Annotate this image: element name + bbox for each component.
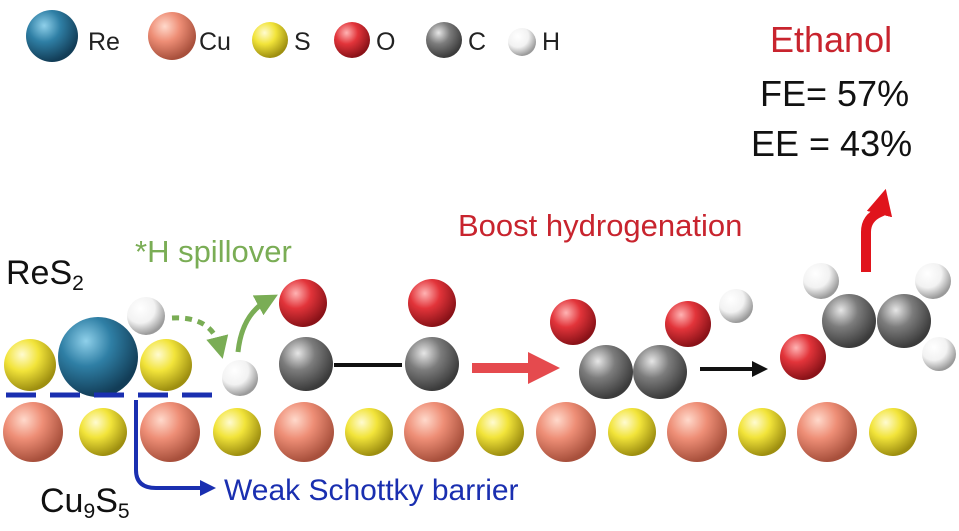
atom-s bbox=[738, 408, 786, 456]
atom-c bbox=[877, 294, 931, 348]
atom-s bbox=[476, 408, 524, 456]
atom-c bbox=[279, 337, 333, 391]
atom-h bbox=[803, 263, 839, 299]
atom-c bbox=[579, 345, 633, 399]
atom-h bbox=[915, 263, 951, 299]
atom-s bbox=[608, 408, 656, 456]
atom-h bbox=[127, 297, 165, 335]
atom-c bbox=[822, 294, 876, 348]
atom-o bbox=[780, 334, 826, 380]
atom-o bbox=[408, 279, 456, 327]
cu9s5-label-s-subscript: 5 bbox=[117, 500, 130, 524]
hydrogenated-intermediate bbox=[550, 289, 753, 399]
atom-s bbox=[140, 339, 192, 391]
cu9s5-label-cu-subscript: 9 bbox=[83, 500, 96, 524]
atom-cu bbox=[404, 402, 464, 462]
cu9s5-label: Cu9S5 bbox=[40, 482, 130, 522]
atom-h bbox=[922, 337, 956, 371]
atom-s bbox=[345, 408, 393, 456]
atom-s bbox=[869, 408, 917, 456]
atom-s bbox=[79, 408, 127, 456]
ethanol-molecule bbox=[780, 263, 956, 380]
legend-atom-cu bbox=[148, 12, 196, 60]
legend-label-h: H bbox=[542, 28, 561, 56]
schottky-barrier-arrow bbox=[134, 400, 216, 496]
cu9s5-substrate bbox=[3, 402, 917, 462]
cu9s5-label-s: S bbox=[95, 482, 118, 520]
product-name: Ethanol bbox=[770, 19, 893, 60]
faradaic-efficiency: FE= 57% bbox=[760, 73, 910, 114]
atom-cu bbox=[797, 402, 857, 462]
atom-s bbox=[213, 408, 261, 456]
atom-cu bbox=[667, 402, 727, 462]
legend-atom-c bbox=[426, 22, 462, 58]
res2-label-main: ReS bbox=[6, 254, 73, 292]
legend-atom-re bbox=[26, 10, 78, 62]
atom-cu bbox=[536, 402, 596, 462]
legend-label-c: C bbox=[468, 28, 487, 56]
legend-label-o: O bbox=[376, 28, 396, 56]
atom-o bbox=[550, 299, 596, 345]
cu9s5-label-cu: Cu bbox=[40, 482, 84, 520]
energy-efficiency: EE = 43% bbox=[751, 123, 913, 164]
legend-label-re: Re bbox=[88, 28, 120, 56]
h-spillover-label: *H spillover bbox=[135, 234, 292, 269]
legend-atom-o bbox=[334, 22, 370, 58]
co-intermediates bbox=[279, 279, 459, 391]
legend-atom-s bbox=[252, 22, 288, 58]
atom-cu bbox=[140, 402, 200, 462]
h-spillover-arrow bbox=[171, 315, 229, 359]
atom-cu bbox=[3, 402, 63, 462]
atom-cu bbox=[274, 402, 334, 462]
legend-atoms bbox=[26, 10, 536, 62]
h-transfer-arrow bbox=[235, 294, 278, 353]
res2-cluster bbox=[4, 297, 192, 397]
schottky-barrier-label: Weak Schottky barrier bbox=[224, 474, 519, 507]
atom-h bbox=[719, 289, 753, 323]
boost-hydrogenation-label: Boost hydrogenation bbox=[458, 208, 743, 243]
atom-re bbox=[58, 317, 138, 397]
res2-label: ReS2 bbox=[6, 254, 84, 294]
legend-label-s: S bbox=[294, 28, 311, 56]
legend-label-cu: Cu bbox=[199, 28, 231, 56]
atom-h bbox=[222, 360, 258, 396]
atom-c bbox=[405, 337, 459, 391]
res2-label-subscript: 2 bbox=[72, 272, 84, 296]
atom-s bbox=[4, 339, 56, 391]
product-release-arrow bbox=[861, 188, 893, 272]
legend-atom-h bbox=[508, 28, 536, 56]
atom-c bbox=[633, 345, 687, 399]
atom-o bbox=[665, 301, 711, 347]
atom-o bbox=[279, 279, 327, 327]
